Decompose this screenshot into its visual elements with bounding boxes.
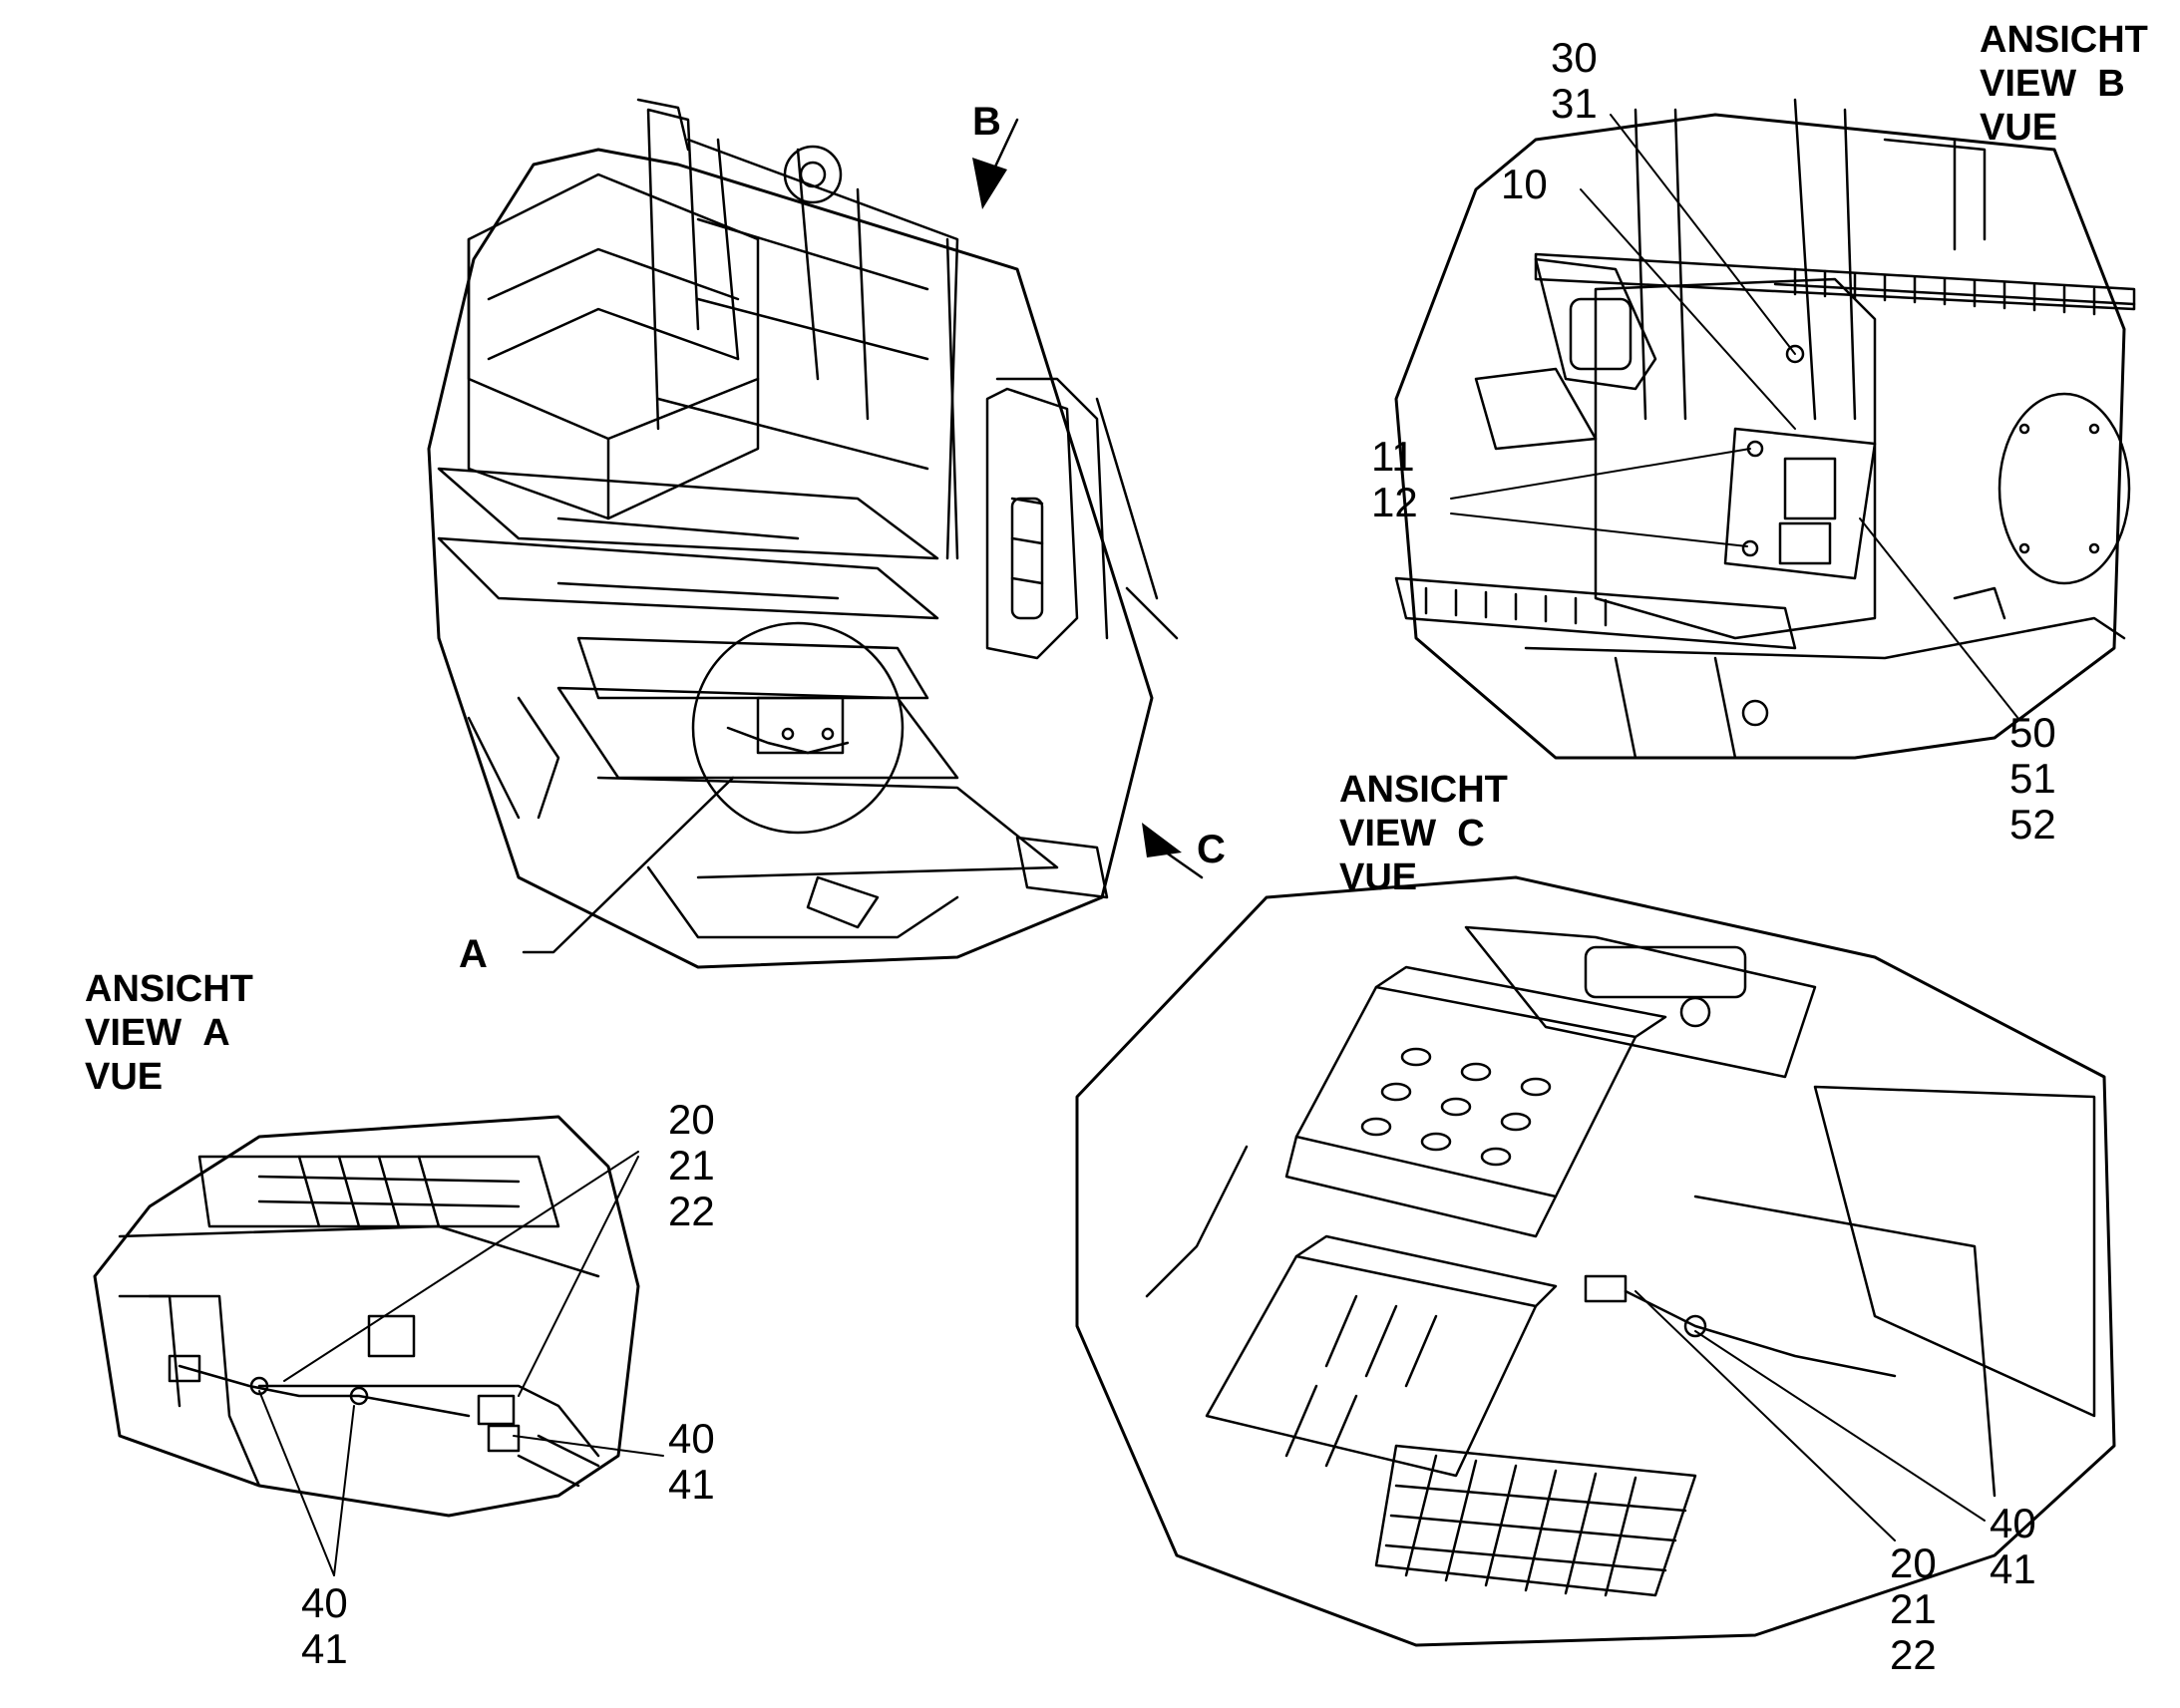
callout-c-20-21-22: 20 21 22 (1890, 1540, 1937, 1678)
marker-b: B (972, 100, 1001, 144)
callout-a-40-41-right: 40 41 (668, 1416, 715, 1508)
view-b-illustration (1394, 98, 2136, 760)
view-c-illustration (1075, 875, 2116, 1647)
view-a-title-letter: A (202, 1012, 230, 1054)
callout-a-40-right: 40 (668, 1415, 715, 1462)
view-a-title-line3: VUE (85, 1056, 164, 1098)
view-c-title-line3: VUE (1339, 856, 1418, 898)
view-c-title: ANSICHT VIEW C VUE (1339, 768, 1508, 899)
view-a-title-line1: ANSICHT (85, 968, 253, 1010)
callout-a-22: 22 (668, 1188, 715, 1234)
callout-52: 52 (2009, 801, 2056, 848)
callout-a-21: 21 (668, 1142, 715, 1189)
callout-c-40-41: 40 41 (1990, 1501, 2036, 1592)
callout-a-20: 20 (668, 1096, 715, 1143)
view-c-title-letter: C (1457, 813, 1485, 854)
callout-12: 12 (1371, 479, 1418, 525)
callout-c-40: 40 (1990, 1500, 2036, 1546)
callout-51: 51 (2009, 755, 2056, 802)
view-a-leader-line (522, 776, 735, 954)
main-overview-illustration (427, 98, 1204, 969)
callout-11: 11 (1371, 433, 1415, 480)
marker-c: C (1197, 828, 1226, 871)
view-a-title: ANSICHT VIEW A VUE (85, 967, 253, 1099)
callout-c-41: 41 (1990, 1545, 2036, 1592)
callout-c-22: 22 (1890, 1631, 1937, 1678)
callout-10: 10 (1501, 162, 1548, 207)
callout-c-21: 21 (1890, 1585, 1937, 1632)
callout-30-31: 30 31 (1551, 35, 1598, 127)
view-a-illustration (93, 1115, 664, 1576)
callout-c-20: 20 (1890, 1539, 1937, 1586)
callout-50: 50 (2009, 709, 2056, 756)
callout-a-40-bottom: 40 (301, 1579, 348, 1626)
view-a-title-line2: VIEW (85, 1012, 182, 1054)
callout-10-label: 10 (1501, 161, 1548, 207)
view-c-title-line2: VIEW (1339, 813, 1437, 854)
callout-50-51-52: 50 51 52 (2009, 710, 2056, 848)
callout-a-41-right: 41 (668, 1461, 715, 1508)
view-b-title: ANSICHT VIEW B VUE (1980, 18, 2148, 150)
view-b-title-line1: ANSICHT (1980, 19, 2148, 61)
view-b-title-line3: VUE (1980, 107, 2058, 149)
callout-11-12: 11 12 (1371, 434, 1418, 525)
callout-a-40-41-bottom: 40 41 (301, 1580, 348, 1672)
callout-30: 30 (1551, 34, 1598, 81)
marker-a: A (459, 932, 488, 976)
callout-a-41-bottom: 41 (301, 1625, 348, 1672)
callout-a-20-21-22: 20 21 22 (668, 1097, 715, 1234)
view-b-title-letter: B (2097, 63, 2125, 105)
view-b-title-line2: VIEW (1980, 63, 2077, 105)
callout-31: 31 (1551, 80, 1598, 127)
view-c-title-line1: ANSICHT (1339, 769, 1508, 811)
